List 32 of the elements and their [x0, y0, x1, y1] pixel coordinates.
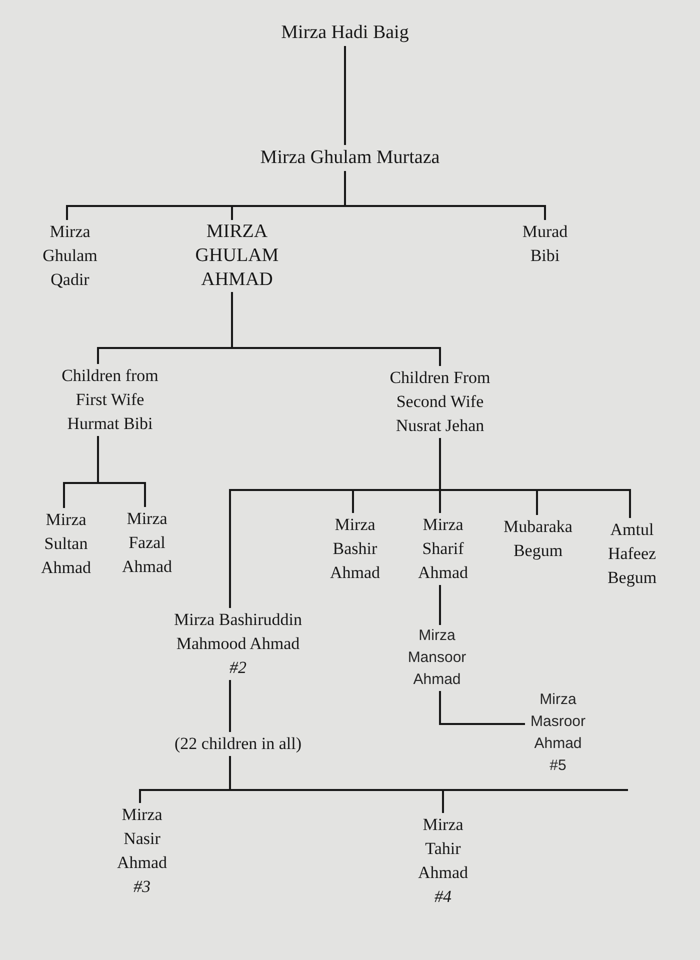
person-name: Mirza Ghulam Qadir [39, 220, 101, 292]
tree-line [344, 171, 546, 220]
person-name: Mubaraka Begum [498, 515, 578, 563]
succession-number: #3 [134, 876, 150, 898]
succession-number: #2 [230, 657, 246, 679]
succession-number: #5 [550, 756, 566, 776]
tree-line [344, 46, 346, 145]
person-name: Mirza Fazal Ahmad [117, 507, 177, 579]
person-name: Mirza Tahir Ahmad [416, 814, 470, 884]
person-name: Mirza Masroor Ahmad [529, 690, 586, 754]
tree-line [439, 438, 631, 518]
person-name: Mirza Hadi Baig [281, 20, 409, 46]
tree-line [97, 436, 146, 507]
person-name: Mirza Bashiruddin Mahmood Ahmad [173, 609, 303, 655]
tree-line [229, 755, 629, 814]
children-count-note: (22 children in all) [174, 732, 302, 756]
tree-line [229, 680, 231, 732]
tree-line [439, 585, 441, 625]
person-name: Murad Bibi [517, 220, 573, 268]
tree-line [231, 292, 441, 366]
succession-number: #4 [434, 886, 452, 908]
person-name: Amtul Hafeez Begum [602, 518, 662, 590]
person-name: MIRZA GHULAM AHMAD [190, 220, 284, 292]
person-name: Mirza Sultan Ahmad [36, 508, 96, 580]
group-heading: Children From Second Wife Nusrat Jehan [384, 366, 496, 438]
person-name: Mirza Mansoor Ahmad [403, 625, 471, 691]
person-name: Mirza Sharif Ahmad [413, 513, 473, 585]
person-name: Mirza Nasir Ahmad [116, 804, 168, 874]
group-heading: Children from First Wife Hurmat Bibi [56, 364, 164, 436]
person-name: Mirza Ghulam Murtaza [260, 145, 440, 171]
person-name: Mirza Bashir Ahmad [325, 513, 385, 585]
tree-line [439, 691, 525, 725]
